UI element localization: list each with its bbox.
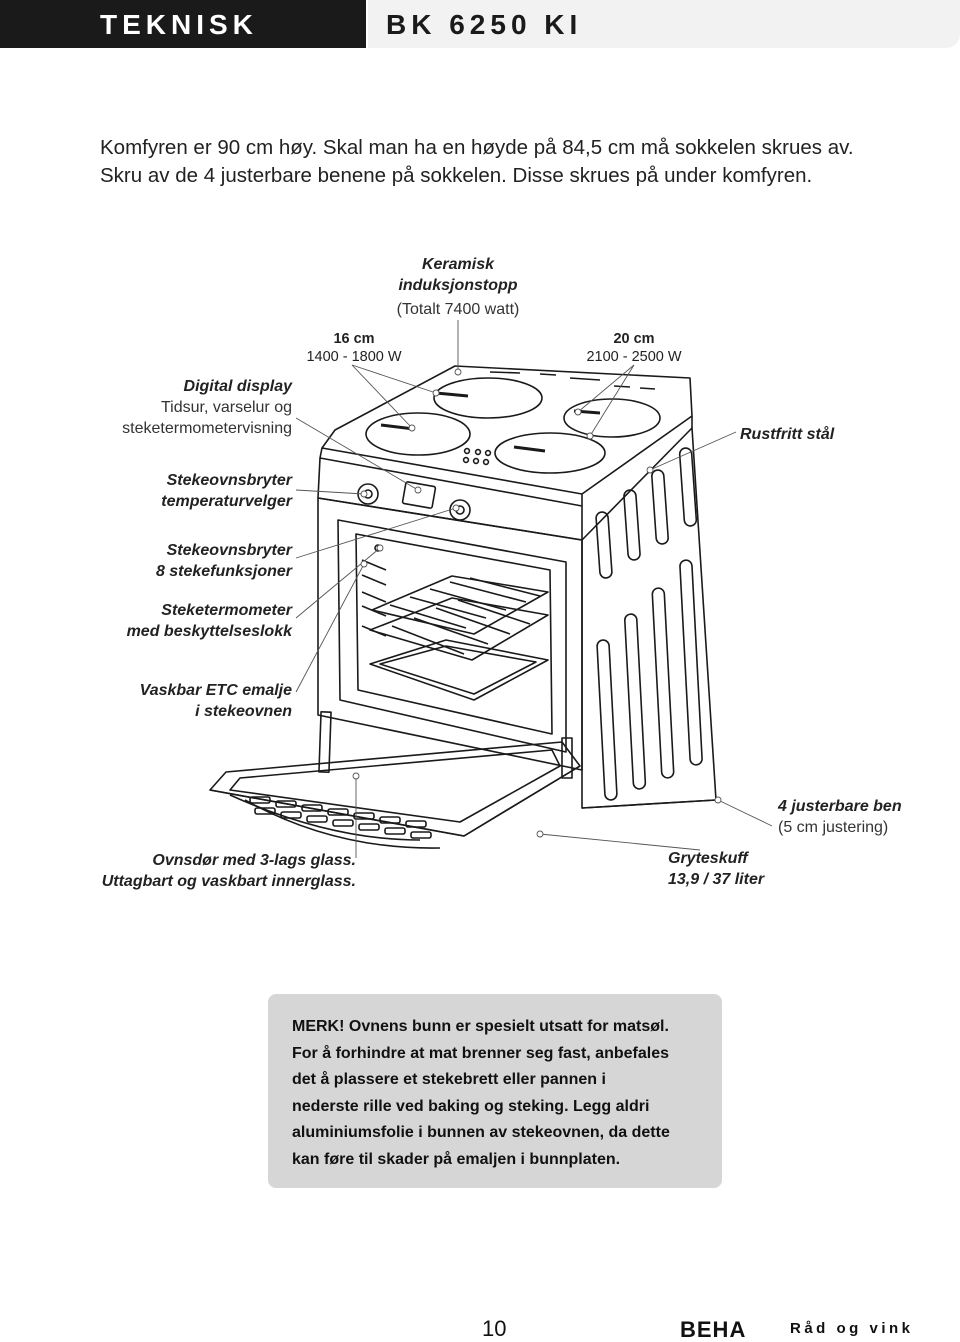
cooking-zone-rear-right (563, 398, 661, 438)
temperature-selector-label: Stekeovnsbryter temperaturvelger (100, 470, 292, 512)
oven-rack-lower (369, 597, 549, 661)
zone-20-label: 20 cm 2100 - 2500 W (578, 330, 690, 366)
display-label-title: Digital display (183, 378, 292, 395)
thermometer-line-1: Steketermometer (161, 602, 292, 619)
door-label: Ovnsdør med 3-lags glass. Uttagbart og v… (60, 850, 356, 892)
drawer-label: Gryteskuff 13,9 / 37 liter (668, 848, 764, 890)
intro-text: Komfyren er 90 cm høy. Skal man ha en hø… (100, 134, 920, 190)
baking-tray (369, 639, 549, 701)
door-line-2: Uttagbart og vaskbart innerglass. (101, 873, 356, 890)
digital-display (401, 481, 437, 509)
cooktop-label-line-1: Keramisk (421, 256, 495, 273)
section-title: TEKNISK (0, 0, 366, 48)
zone-16-power: 1400 - 1800 W (306, 349, 402, 365)
footer-tagline: Råd og vink (790, 1320, 914, 1337)
cooktop-surface (321, 365, 693, 495)
page-number: 10 (482, 1316, 507, 1341)
display-label-sub-2: steketermometervisning (122, 420, 292, 437)
cooktop-label: Keramisk induksjonstopp (Totalt 7400 wat… (388, 254, 528, 320)
cooktop-label-line-2: induksjonstopp (398, 277, 518, 294)
zone-16-size: 16 cm (333, 331, 375, 347)
brand-logo: BEHA (680, 1318, 746, 1340)
intro-line-2: Skru av de 4 justerbare benene på sokkel… (100, 164, 813, 187)
thermometer-label: Steketermometer med beskyttelseslokk (80, 600, 292, 642)
drawer-line-1: Gryteskuff (668, 850, 748, 867)
enamel-label: Vaskbar ETC emalje i stekeovnen (80, 680, 292, 722)
note-line-4: nederste rille ved baking og steking. Le… (292, 1097, 650, 1115)
legs-line-1: 4 justerbare ben (778, 798, 902, 815)
page-header: TEKNISK BK 6250 KI (0, 0, 960, 50)
door-line-1: Ovnsdør med 3-lags glass. (152, 852, 356, 869)
note-line-3: det å plassere et stekebrett eller panne… (292, 1071, 606, 1088)
note-box: MERK! Ovnens bunn er spesielt utsatt for… (268, 994, 722, 1188)
zone-20-power: 2100 - 2500 W (586, 349, 682, 365)
cooking-zone-rear-left (433, 377, 543, 419)
oven-diagram (209, 320, 773, 858)
note-line-6: kan føre til skader på emaljen i bunnpla… (292, 1150, 621, 1168)
display-label-sub-1: Tidsur, varselur og (160, 399, 292, 416)
function-knob (449, 499, 471, 521)
cooktop-total-power: (Totalt 7400 watt) (396, 301, 520, 318)
enamel-line-2: i stekeovnen (195, 703, 292, 720)
function-selector-label: Stekeovnsbryter 8 stekefunksjoner (100, 540, 292, 582)
zone-20-size: 20 cm (613, 331, 655, 347)
thermometer-line-2: med beskyttelseslokk (126, 623, 292, 640)
svg-text:BEHA: BEHA (680, 1318, 746, 1340)
legs-line-2: (5 cm justering) (778, 819, 889, 836)
zone-16-label: 16 cm 1400 - 1800 W (298, 330, 410, 366)
cooking-zone-front-right (494, 432, 606, 474)
drawer-line-2: 13,9 / 37 liter (668, 871, 765, 888)
cooking-zone-front-left (365, 412, 471, 456)
oven-rack-upper (371, 575, 549, 635)
function-selector-line-2: 8 stekefunksjoner (155, 563, 292, 580)
intro-line-1: Komfyren er 90 cm høy. Skal man ha en hø… (100, 136, 854, 159)
display-label: Digital display Tidsur, varselur og stek… (110, 376, 292, 439)
temperature-selector-line-2: temperaturvelger (161, 493, 292, 510)
function-selector-line-1: Stekeovnsbryter (166, 542, 292, 559)
model-title: BK 6250 KI (368, 0, 960, 48)
note-line-2: For å forhindre at mat brenner seg fast,… (292, 1044, 669, 1062)
note-line-1: MERK! Ovnens bunn er spesielt utsatt for… (292, 1018, 669, 1035)
enamel-line-1: Vaskbar ETC emalje (139, 682, 292, 699)
steel-label: Rustfritt stål (740, 426, 835, 443)
legs-label: 4 justerbare ben (5 cm justering) (778, 796, 902, 838)
oven-cavity (337, 519, 567, 753)
oven-door (209, 741, 581, 837)
note-line-5: aluminiumsfolie i bunnen av stekeovnen, … (292, 1124, 670, 1141)
temperature-selector-line-1: Stekeovnsbryter (166, 472, 292, 489)
